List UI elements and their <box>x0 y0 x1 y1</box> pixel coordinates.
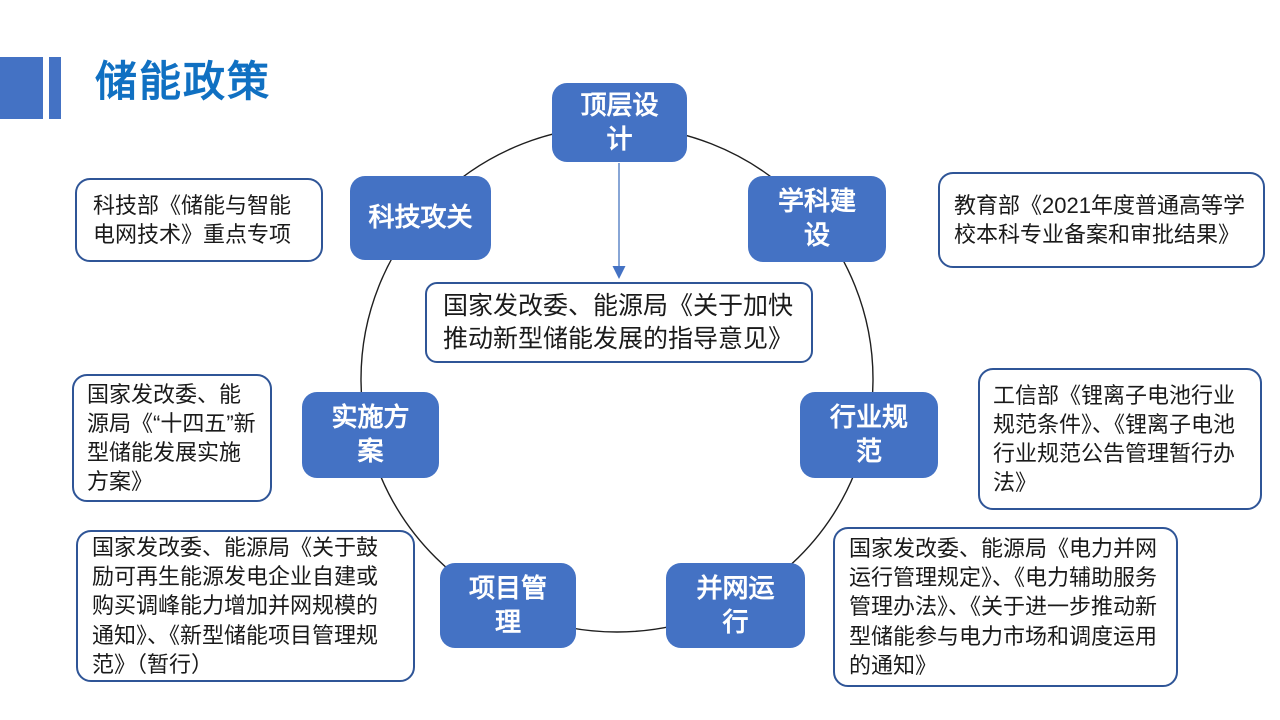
node-grid-operation: 并网运行 <box>666 563 805 648</box>
callout-project-mgmt: 国家发改委、能源局《关于鼓励可再生能源发电企业自建或购买调峰能力增加并网规模的通… <box>76 530 415 682</box>
node-label: 科技攻关 <box>368 202 473 233</box>
flow-arrow <box>612 163 626 279</box>
node-label: 项目管理 <box>468 572 547 637</box>
node-label: 学科建设 <box>777 186 856 250</box>
callout-implementation: 国家发改委、能源局《“十四五”新型储能发展实施方案》 <box>72 374 272 502</box>
callout-text: 科技部《储能与智能电网技术》重点专项 <box>93 192 292 247</box>
callout-text: 工信部《锂离子电池行业规范条件》、《锂离子电池行业规范公告管理暂行办法》 <box>993 382 1236 496</box>
callout-grid-operation: 国家发改委、能源局《电力并网运行管理规定》、《电力辅助服务管理办法》、《关于进一… <box>833 527 1178 687</box>
callout-subject-build: 教育部《2021年度普通高等学校本科专业备案和审批结果》 <box>938 172 1265 268</box>
callout-text: 教育部《2021年度普通高等学校本科专业备案和审批结果》 <box>954 192 1245 247</box>
node-top-design: 顶层设计 <box>552 83 687 162</box>
node-tech-research: 科技攻关 <box>350 176 491 260</box>
node-subject-build: 学科建设 <box>748 176 886 262</box>
center-policy-note: 国家发改委、能源局《关于加快推动新型储能发展的指导意见》 <box>425 282 813 363</box>
callout-text: 国家发改委、能源局《“十四五”新型储能发展实施方案》 <box>87 381 256 495</box>
page-title: 储能政策 <box>95 58 272 105</box>
node-label: 实施方案 <box>331 402 410 466</box>
node-label: 行业规范 <box>829 402 908 466</box>
callout-tech-research: 科技部《储能与智能电网技术》重点专项 <box>75 178 323 262</box>
callout-industry-norm: 工信部《锂离子电池行业规范条件》、《锂离子电池行业规范公告管理暂行办法》 <box>978 368 1262 510</box>
node-label: 顶层设计 <box>580 89 659 154</box>
title-accent-square <box>0 57 43 119</box>
node-industry-norm: 行业规范 <box>800 392 938 478</box>
node-implementation: 实施方案 <box>302 392 439 478</box>
callout-text: 国家发改委、能源局《关于鼓励可再生能源发电企业自建或购买调峰能力增加并网规模的通… <box>92 534 379 677</box>
callout-text: 国家发改委、能源局《电力并网运行管理规定》、《电力辅助服务管理办法》、《关于进一… <box>849 535 1158 678</box>
node-label: 并网运行 <box>696 572 775 637</box>
title-accent-bar <box>49 57 61 119</box>
center-policy-note-text: 国家发改委、能源局《关于加快推动新型储能发展的指导意见》 <box>443 291 794 353</box>
node-project-mgmt: 项目管理 <box>440 563 576 648</box>
